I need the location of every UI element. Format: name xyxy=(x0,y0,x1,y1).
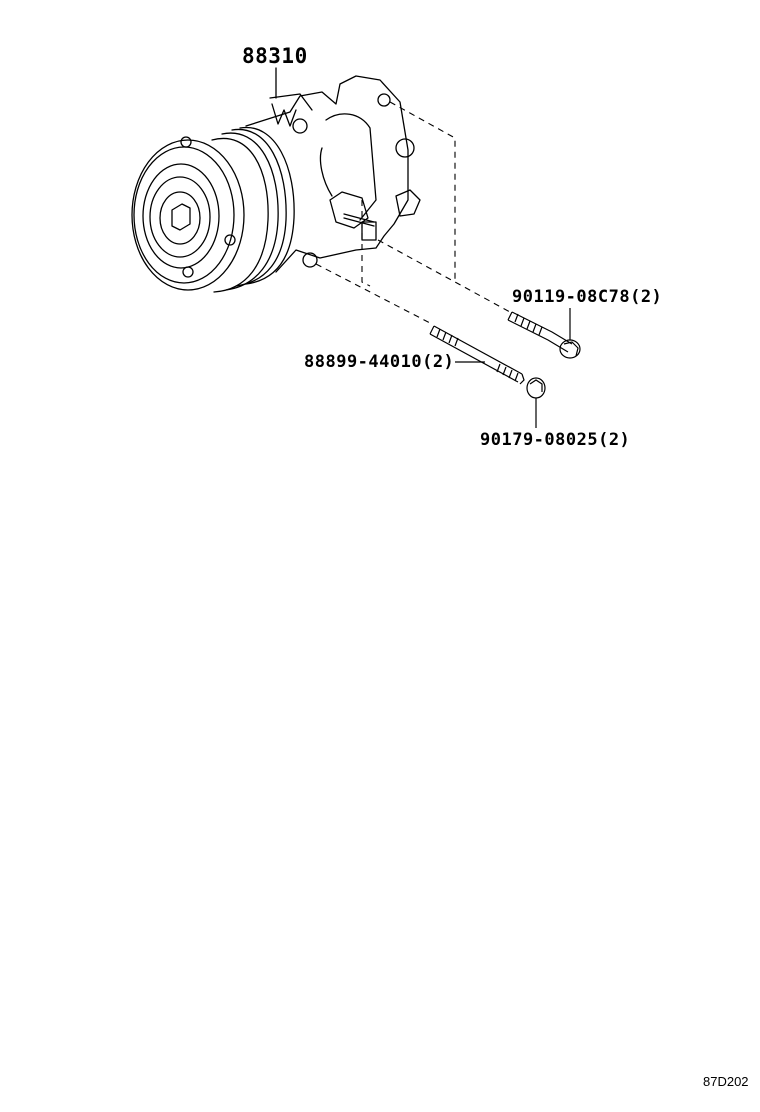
stud-drawing xyxy=(429,325,525,385)
part-label-88899-44010[interactable]: 88899-44010(2) xyxy=(304,352,455,372)
part-label-90119-08C78[interactable]: 90119-08C78(2) xyxy=(512,287,663,307)
bolt-drawing xyxy=(507,308,581,359)
compressor-drawing xyxy=(131,75,421,293)
illustration-reference-code: 87D202 xyxy=(703,1074,749,1089)
part-label-90179-08025[interactable]: 90179-08025(2) xyxy=(480,430,631,450)
part-label-88310[interactable]: 88310 xyxy=(242,44,308,68)
nut-drawing xyxy=(526,377,546,428)
